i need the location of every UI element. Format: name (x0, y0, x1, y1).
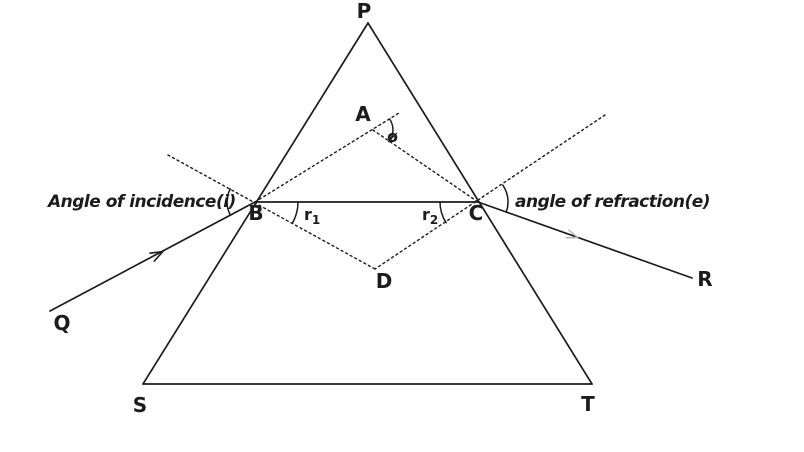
label-angle-r2: r2 (422, 205, 438, 227)
incident-ray-QB (49, 201, 256, 312)
deviation-angle-arc (388, 118, 394, 143)
r2-angle-arc (439, 201, 447, 224)
normal-at-B (167, 154, 376, 270)
emergent-ray-arrowhead (565, 229, 579, 239)
r1-angle-arc (291, 201, 299, 224)
solid-line-group (49, 22, 693, 385)
label-T: T (581, 392, 595, 416)
angle-arc-group (226, 118, 509, 224)
incidence-angle-arc (226, 188, 232, 216)
label-angle-r1: r1 (304, 205, 320, 227)
incident-ray-extension (254, 112, 400, 203)
label-Q: Q (53, 311, 70, 335)
label-angle-of-refraction: angle of refraction(e) (515, 192, 710, 212)
label-deviation-angle-phi: ø (387, 127, 398, 146)
emergent-ray-back-extension (372, 129, 479, 203)
label-group: P S T Q R B C A D Angle of incidence(i) … (46, 0, 713, 417)
label-R: R (697, 267, 712, 291)
dotted-line-group (167, 112, 606, 270)
label-D: D (376, 269, 393, 293)
normal-at-C (374, 114, 606, 270)
label-C: C (469, 201, 484, 225)
refraction-angle-arc (502, 184, 509, 213)
label-angle-of-incidence: Angle of incidence(i) (46, 192, 236, 212)
incident-ray-arrowhead (149, 250, 164, 262)
label-B: B (248, 201, 263, 225)
label-S: S (133, 393, 147, 417)
label-P: P (357, 0, 372, 23)
label-A: A (355, 102, 371, 126)
emergent-ray-CR (477, 201, 693, 279)
